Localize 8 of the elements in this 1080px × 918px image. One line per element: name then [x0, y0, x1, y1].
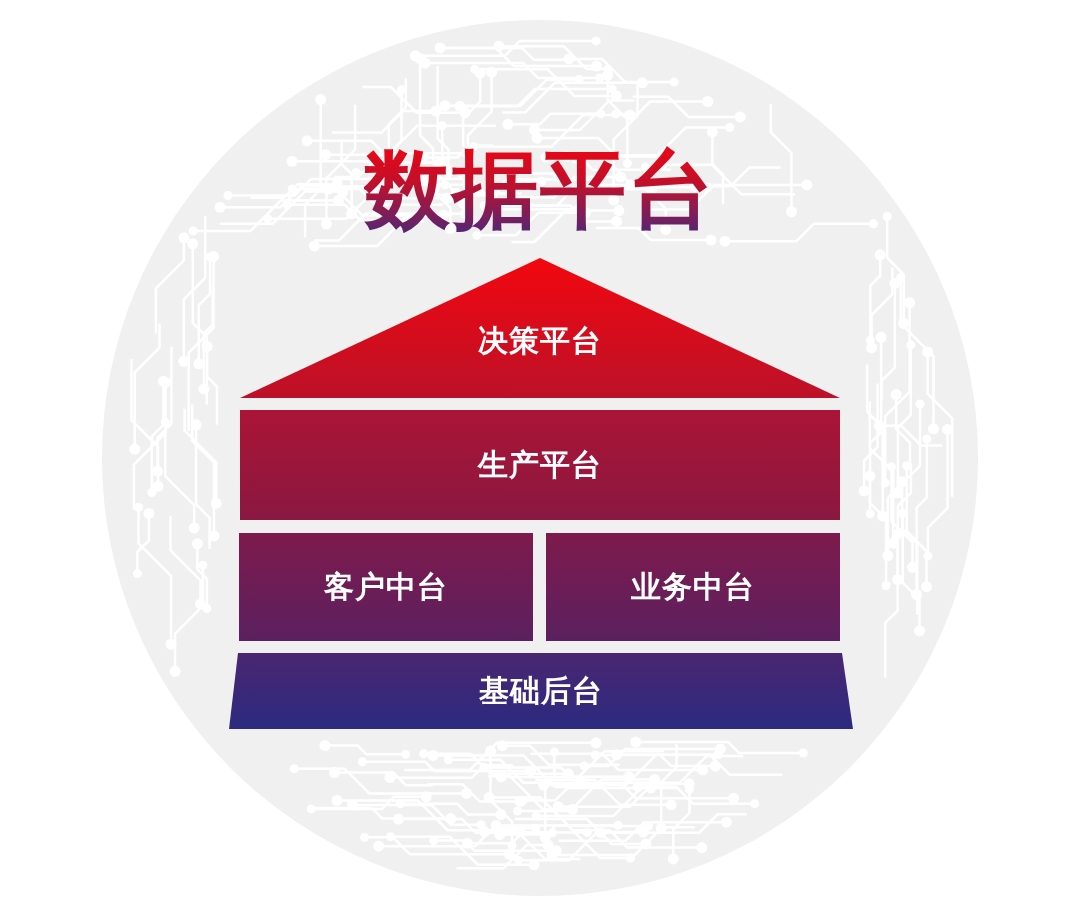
node-label: 生产平台	[478, 447, 602, 483]
platform-block	[546, 533, 840, 641]
node-label: 决策平台	[478, 323, 602, 359]
node-label: 业务中台	[631, 569, 755, 605]
platform-block	[240, 410, 840, 520]
node-label: 客户中台	[324, 569, 448, 605]
platform-block	[239, 533, 533, 641]
node-label: 基础后台	[479, 673, 603, 709]
